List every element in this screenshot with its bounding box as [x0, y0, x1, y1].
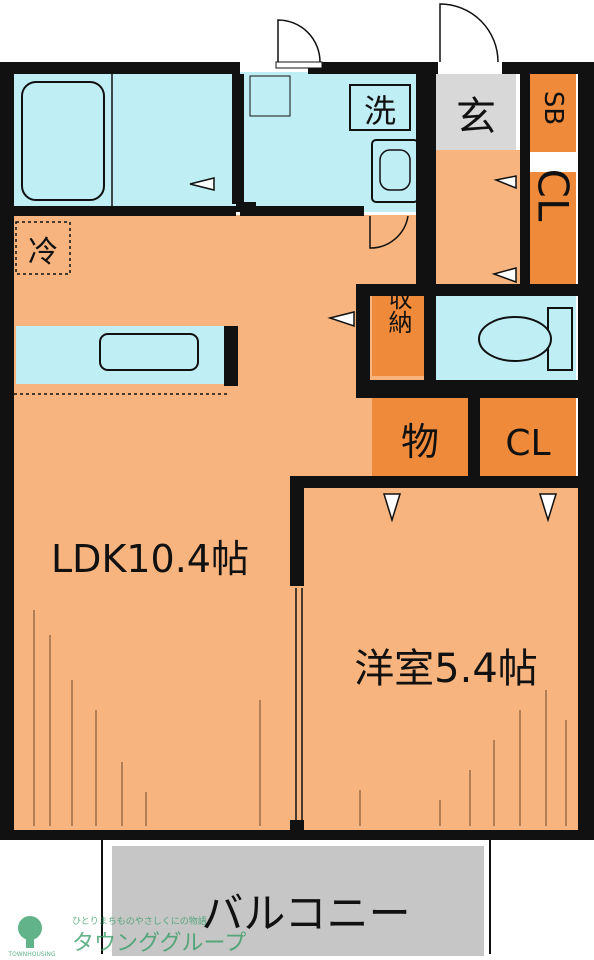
closet-bedroom-label: CL — [505, 423, 550, 464]
washroom-label-box — [349, 84, 411, 131]
storeroom — [372, 398, 468, 476]
fridge-space — [15, 221, 71, 275]
shoe-box-label: SB — [538, 91, 568, 125]
toilet-icon — [478, 316, 552, 362]
entrance-label: 玄 — [456, 94, 496, 140]
fridge-label: 冷 — [28, 235, 58, 270]
floor-grain — [33, 610, 567, 826]
logo-brand: タウンググループ — [72, 931, 246, 956]
closet-entrance — [530, 172, 576, 284]
logo-mark: TOWNHOUSING — [7, 951, 56, 958]
western-room-label: 洋室5.4帖 — [354, 646, 538, 692]
washroom-label: 洗 — [364, 92, 396, 130]
ldk-label: LDK10.4帖 — [51, 537, 249, 581]
hall-floor — [434, 150, 524, 285]
washer-pan — [249, 75, 291, 117]
closet-bedroom — [480, 398, 576, 476]
closet-door-marks — [189, 175, 558, 523]
storeroom-label: 物 — [401, 420, 439, 464]
door-swings — [277, 3, 499, 249]
western-room-floor — [300, 485, 578, 830]
sink-icon — [99, 333, 199, 371]
balcony — [112, 846, 484, 956]
walls — [0, 62, 594, 840]
closet-entrance-label: CL — [529, 169, 578, 222]
bathtub-icon — [21, 81, 105, 201]
toilet-tank — [547, 307, 573, 371]
tree-icon — [18, 916, 42, 940]
logo-tagline: ひとりまちものやさしくにの物語 — [72, 915, 207, 927]
shoe-box — [530, 74, 576, 152]
storage — [372, 296, 424, 376]
company-logo: TOWNHOUSING ひとりまちものやさしくにの物語 タウンググループ — [4, 912, 246, 958]
balcony-label: バルコニー — [201, 889, 410, 938]
sliding-doors — [118, 588, 576, 835]
entrance — [436, 74, 516, 150]
